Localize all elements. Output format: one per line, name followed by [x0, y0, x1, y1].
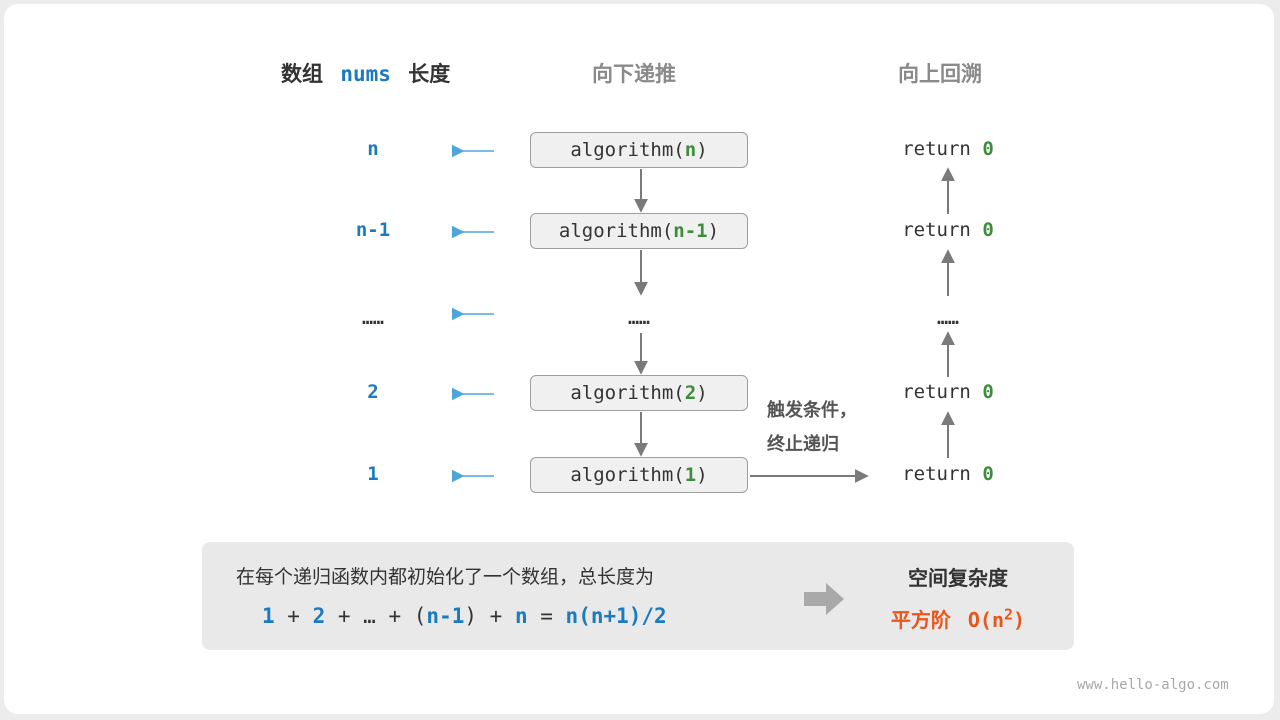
- return-label: return 0: [880, 138, 1016, 160]
- length-label: ……: [362, 308, 384, 329]
- call-prefix: algorithm(: [570, 464, 685, 486]
- return-value: 0: [982, 381, 994, 403]
- call-box: algorithm(2): [530, 375, 748, 411]
- formula-result: n(n+1)/2: [565, 604, 667, 628]
- length-label: n: [367, 138, 379, 160]
- formula-op: + … +: [325, 604, 414, 628]
- call-box: algorithm(n): [530, 132, 748, 168]
- formula-op: +: [477, 604, 515, 628]
- call-arg: n-1: [673, 220, 708, 242]
- formula-paren: (: [413, 604, 427, 628]
- big-o-suffix: ): [1013, 608, 1026, 632]
- header-backtrack-up: 向上回溯: [898, 62, 982, 86]
- call-ellipsis: ……: [628, 308, 650, 329]
- call-suffix: ): [707, 220, 720, 242]
- call-box: algorithm(n-1): [530, 213, 748, 249]
- summary-panel: [202, 542, 1074, 650]
- termination-note-line2: 终止递归: [767, 434, 839, 455]
- return-label: return 0: [880, 219, 1016, 241]
- space-complexity-value: 平方阶 O(n2): [848, 604, 1068, 633]
- return-label: return 0: [880, 463, 1016, 485]
- space-complexity-label: 平方阶: [890, 608, 951, 632]
- summary-description: 在每个递归函数内都初始化了一个数组，总长度为: [236, 566, 655, 588]
- formula-op: =: [527, 604, 566, 628]
- header-array-var: nums: [340, 62, 391, 86]
- call-prefix: algorithm(: [558, 220, 674, 242]
- call-suffix: ): [696, 139, 708, 161]
- return-label: return 0: [880, 381, 1016, 403]
- formula-op: +: [274, 604, 313, 628]
- termination-note: 触发条件， 终止递归: [767, 394, 857, 462]
- length-label: 2: [367, 381, 379, 403]
- return-keyword: return: [902, 138, 983, 160]
- call-arg: 2: [684, 382, 697, 404]
- call-prefix: algorithm(: [570, 139, 685, 161]
- header-recurse-down: 向下递推: [592, 62, 676, 86]
- return-value: 0: [982, 219, 994, 241]
- return-ellipsis: ……: [937, 308, 959, 329]
- header-array-length-suffix: 长度: [408, 62, 451, 86]
- call-suffix: ): [696, 382, 708, 404]
- formula-paren: ): [464, 604, 478, 628]
- summary-formula: 1 + 2 + … + (n-1) + n = n(n+1)/2: [262, 604, 667, 628]
- big-o-prefix: O(n: [967, 608, 1004, 632]
- formula-term: n-1: [426, 604, 465, 628]
- return-keyword: return: [902, 219, 983, 241]
- call-prefix: algorithm(: [570, 382, 685, 404]
- watermark: www.hello-algo.com: [1077, 677, 1229, 693]
- length-label: n-1: [355, 219, 391, 241]
- formula-term: 2: [312, 604, 326, 628]
- space-complexity-title: 空间复杂度: [908, 566, 1008, 590]
- length-label: 1: [367, 463, 379, 485]
- call-suffix: ): [696, 464, 708, 486]
- space-complexity-big-o: O(n2): [967, 605, 1026, 632]
- header-array-length: 数组 nums 长度: [281, 58, 450, 88]
- header-array-length-prefix: 数组: [281, 62, 323, 86]
- return-keyword: return: [902, 381, 983, 403]
- formula-term: 1: [262, 604, 275, 628]
- return-value: 0: [982, 138, 994, 160]
- call-arg: n: [684, 139, 697, 161]
- call-arg: 1: [684, 464, 697, 486]
- big-o-exponent: 2: [1004, 605, 1014, 624]
- return-value: 0: [982, 463, 994, 485]
- return-keyword: return: [902, 463, 983, 485]
- formula-term: n: [514, 604, 528, 628]
- right-arrow-icon: [804, 583, 844, 615]
- call-box: algorithm(1): [530, 457, 748, 493]
- termination-note-line1: 触发条件，: [767, 400, 857, 421]
